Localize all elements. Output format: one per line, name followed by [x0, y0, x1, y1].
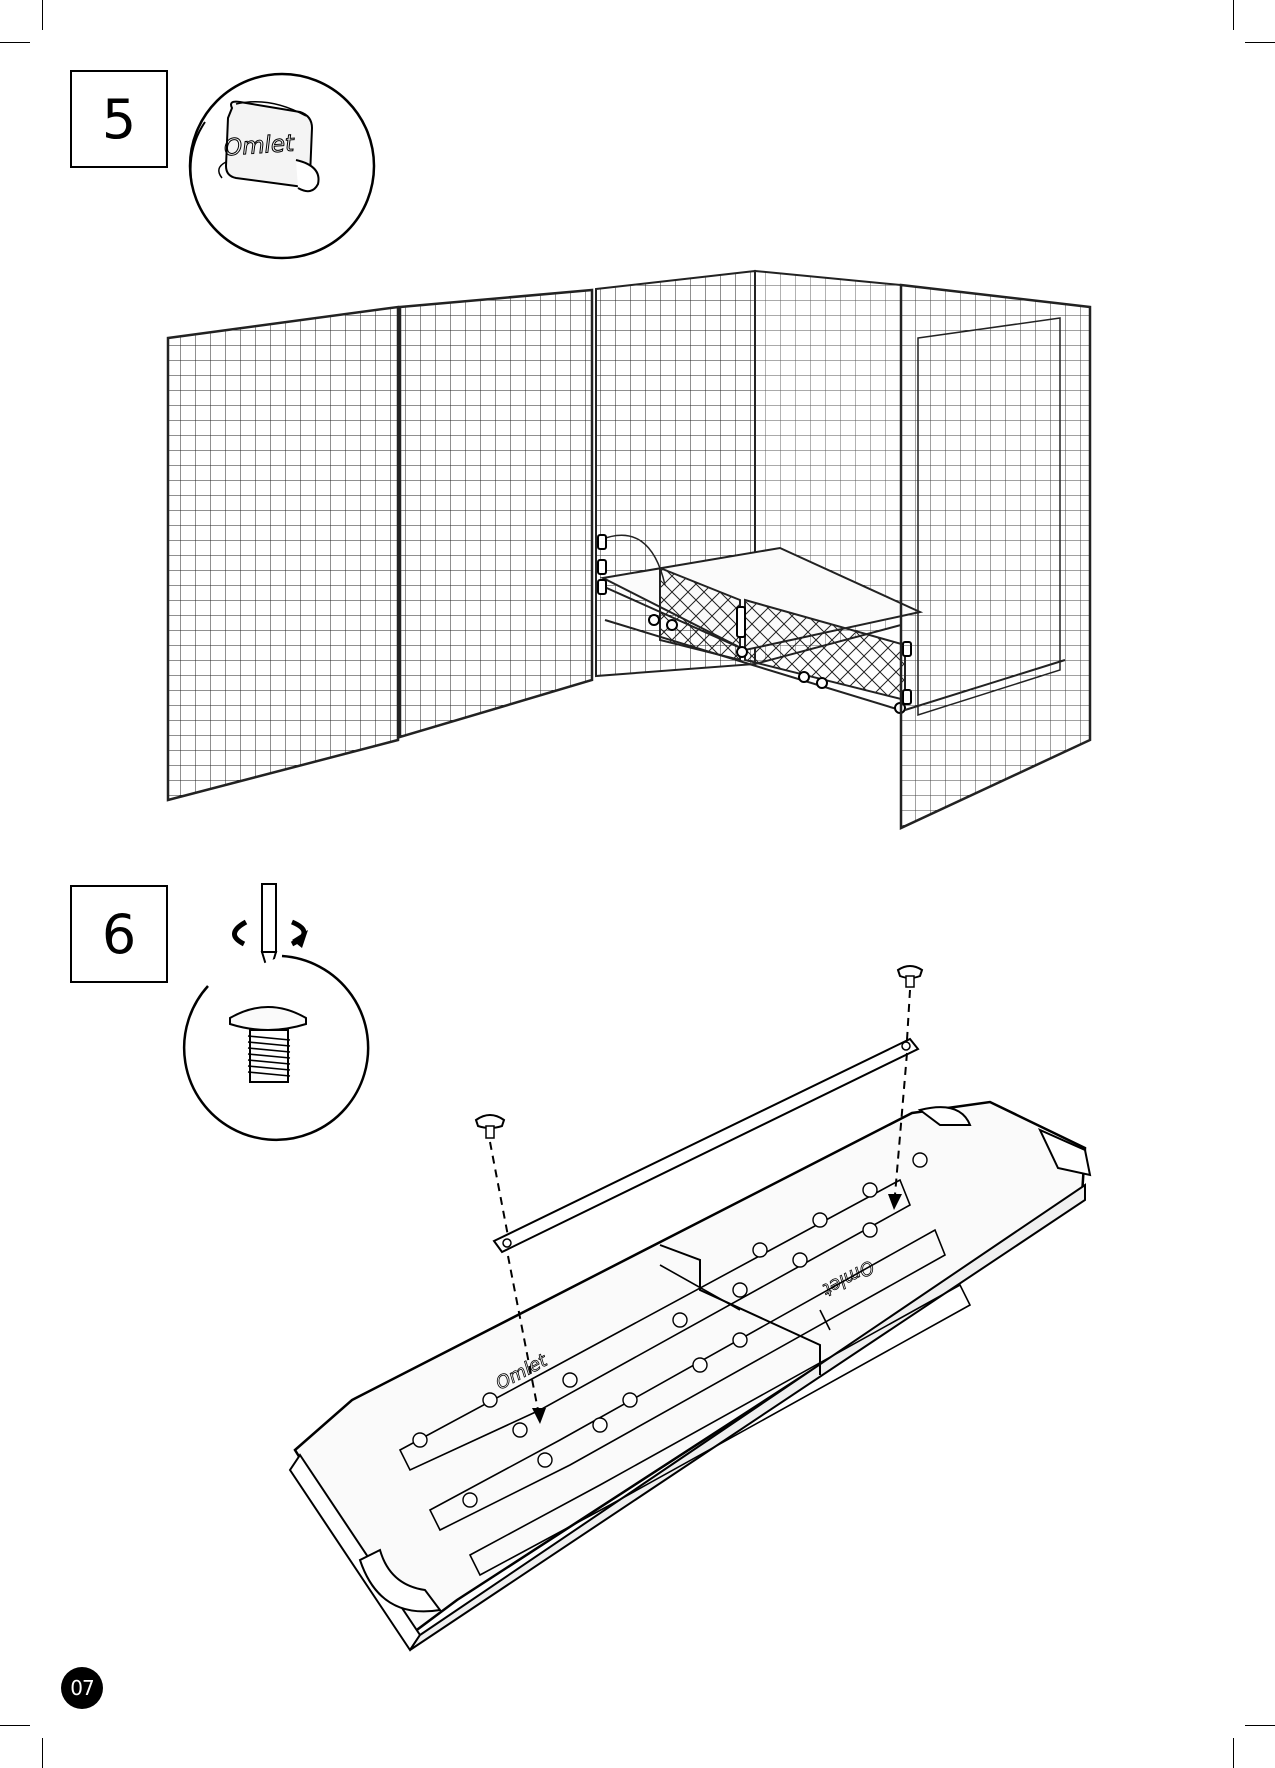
clip-logo: Omlet	[223, 131, 296, 162]
base-tray: Omlet Omlet	[290, 1102, 1090, 1650]
page-number-badge: 07	[61, 1667, 103, 1709]
screw-left	[476, 1115, 504, 1138]
run-mesh-panels	[168, 271, 1090, 828]
screw-right	[898, 966, 922, 987]
omlet-clip-icon: Omlet	[219, 102, 319, 192]
